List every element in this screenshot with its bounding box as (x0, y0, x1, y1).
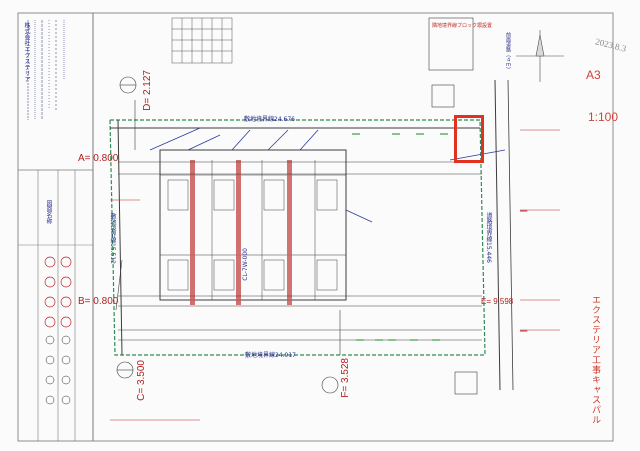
dimension-b: B= 0.800 (78, 296, 119, 307)
paper-size-label: A3 (586, 68, 601, 82)
south-boundary-label: 敷地境界線24.917 (245, 352, 296, 359)
road-top-label: 前面道路（４ｍ） (505, 32, 511, 72)
scale-ratio-label: 1:100 (588, 110, 619, 124)
east-boundary-label: 道路境界線15.446 (485, 212, 492, 263)
north-boundary-label: 敷地境界線24.676 (244, 116, 295, 123)
building-code: CL-7W-000 (242, 248, 249, 281)
highlight-box (454, 115, 484, 163)
exterior-note: エクステリア工事キャスパル (591, 295, 601, 425)
dimension-a: A= 0.800 (78, 153, 119, 164)
west-boundary-label: 敷地境界線15.512 (109, 213, 116, 264)
stamp-top-text: 隣地境界線ブロック塀設置 (432, 23, 493, 29)
dimension-e: E= 9.598 (481, 297, 514, 306)
note-right-2: ━━ (520, 328, 528, 335)
dimension-f: F= 3.528 (340, 358, 351, 398)
dimension-c: C= 3.500 (136, 360, 147, 401)
note-right-1: ━━ (520, 208, 528, 215)
title-block-company: 株式会社エクステリア (23, 22, 30, 82)
title-block-label: 図面名称 (45, 200, 52, 224)
dimension-d: D= 2.127 (142, 70, 153, 111)
